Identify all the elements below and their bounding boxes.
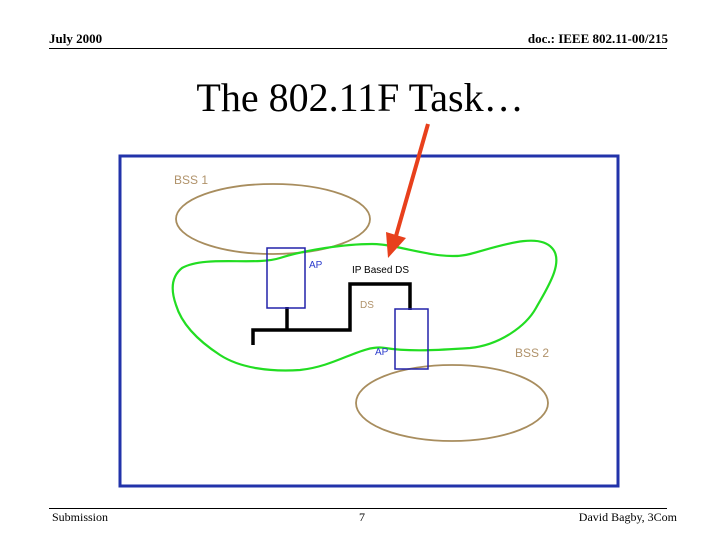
ap2-box: [394, 308, 429, 370]
slide-title: The 802.11F Task…: [196, 75, 524, 120]
ap1-label: AP: [309, 260, 323, 271]
ds-cloud: [171, 239, 558, 372]
bss1-label: BSS 1: [174, 173, 208, 187]
page-number: 7: [359, 510, 365, 524]
header-rule: [49, 48, 667, 49]
footer-rule: [49, 508, 667, 509]
bss2-label: BSS 2: [515, 346, 549, 360]
ds-wire: [251, 282, 412, 345]
pointer-arrow-shaft: [394, 123, 430, 237]
header-date: July 2000: [49, 31, 103, 46]
header-doc-id: doc.: IEEE 802.11-00/215: [527, 31, 668, 46]
ap1-box: [266, 247, 306, 309]
ds-label: DS: [360, 300, 374, 311]
ip-based-ds-label: IP Based DS: [352, 265, 409, 276]
pointer-arrow-head: [386, 232, 406, 258]
bss1-ellipse: [175, 183, 371, 255]
footer-author: David Bagby, 3Com: [578, 510, 677, 524]
footer-submission: Submission: [52, 510, 109, 524]
ap2-label: AP: [375, 347, 389, 358]
bss2-ellipse: [355, 364, 549, 442]
diagram-frame: [118, 154, 620, 488]
